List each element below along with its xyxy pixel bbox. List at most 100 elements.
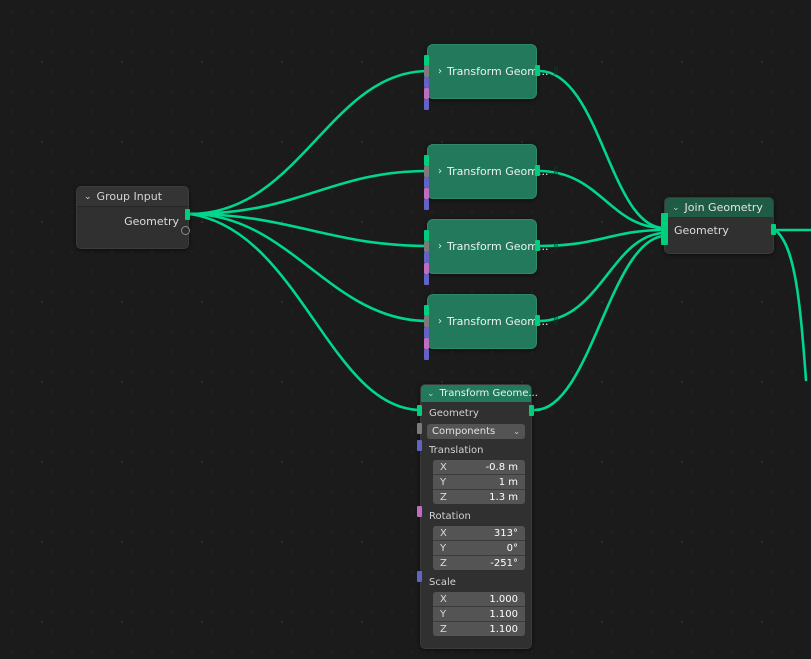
input-socket-label-geometry: Geometry (674, 224, 729, 237)
node-group-input-body: Geometry (77, 207, 188, 248)
chevron-down-icon[interactable]: ⌄ (84, 191, 92, 202)
axis-value: -0.8 m (485, 461, 518, 473)
node-transform-geometry-2[interactable]: › Transform Geom... ⦀ (427, 144, 558, 199)
axis-value: 1.100 (489, 608, 518, 620)
translation-x-field[interactable]: X -0.8 m (433, 460, 525, 475)
axis-value: -251° (490, 557, 518, 569)
scale-z-field[interactable]: Z 1.100 (433, 622, 525, 636)
socket-transform-2-geometry-in[interactable] (424, 155, 429, 166)
node-transform-geometry-3[interactable]: › Transform Geom... ⦀ (427, 219, 558, 274)
translation-y-field[interactable]: Y 1 m (433, 475, 525, 490)
chevron-down-icon[interactable]: ⌄ (427, 388, 435, 399)
socket-transform-1-scale-in[interactable] (424, 99, 429, 110)
node-group-input[interactable]: ⌄ Group Input Geometry (76, 186, 189, 249)
scale-x-field[interactable]: X 1.000 (433, 592, 525, 607)
socket-transform-4-scale-in[interactable] (424, 349, 429, 360)
axis-label: Y (440, 608, 447, 620)
socket-group-input-geometry-out[interactable] (185, 209, 190, 220)
socket-transform-3-geometry-out[interactable] (535, 240, 540, 251)
socket-transform-4-translation-in[interactable] (424, 327, 429, 338)
socket-transform-3-geometry-in[interactable] (424, 230, 429, 241)
socket-transform-expanded-translation-in[interactable] (417, 440, 422, 451)
socket-transform-3-scale-in[interactable] (424, 274, 429, 285)
node-transform-expanded-body: Geometry Components ⌄ Translation X -0.8… (421, 402, 531, 648)
link-transform-2-to-join (537, 169, 666, 230)
socket-transform-4-rotation-in[interactable] (424, 338, 429, 349)
socket-transform-2-geometry-out[interactable] (535, 165, 540, 176)
chevron-down-icon[interactable]: ⌄ (513, 427, 520, 436)
translation-z-field[interactable]: Z 1.3 m (433, 490, 525, 504)
axis-value: 1.100 (489, 623, 518, 635)
socket-transform-1-components-in[interactable] (424, 66, 429, 77)
socket-join-geometry-multi-in[interactable] (661, 213, 668, 245)
socket-transform-expanded-scale-in[interactable] (417, 571, 422, 582)
socket-transform-4-geometry-in[interactable] (424, 305, 429, 316)
node-grip-icon[interactable]: ⦀ (553, 314, 558, 328)
chevron-down-icon[interactable]: ⌄ (672, 202, 680, 213)
axis-label: Z (440, 623, 447, 635)
node-transform-geometry-expanded[interactable]: ⌄ Transform Geome... Geometry Components… (420, 384, 538, 649)
socket-transform-1-geometry-out[interactable] (535, 65, 540, 76)
link-groupinput-to-transform-5 (188, 212, 423, 412)
node-join-geometry-body: Geometry (665, 217, 773, 253)
node-join-geometry-title: Join Geometry (684, 201, 763, 214)
node-transform-geometry-4[interactable]: › Transform Geom... ⦀ (427, 294, 558, 349)
output-socket-label-geometry: Geometry (124, 215, 179, 228)
rotation-vector-group: X 313° Y 0° Z -251° (433, 526, 525, 570)
node-transform-expanded-title: Transform Geome... (439, 388, 538, 399)
link-transform-4-to-join (537, 231, 666, 323)
axis-value: 1.3 m (489, 491, 518, 503)
node-grip-icon[interactable]: ⦀ (553, 164, 558, 178)
node-transform-geometry-1-title: Transform Geom... (447, 65, 549, 78)
node-grip-icon[interactable]: ⦀ (553, 239, 558, 253)
rotation-x-field[interactable]: X 313° (433, 526, 525, 541)
socket-transform-3-components-in[interactable] (424, 241, 429, 252)
node-group-input-header[interactable]: ⌄ Group Input (77, 187, 188, 207)
socket-transform-1-geometry-in[interactable] (424, 55, 429, 66)
socket-transform-expanded-geometry-out[interactable] (529, 405, 534, 416)
node-grip-icon[interactable]: ⦀ (553, 64, 558, 78)
axis-label: Z (440, 557, 447, 569)
axis-label: Z (440, 491, 447, 503)
rotation-z-field[interactable]: Z -251° (433, 556, 525, 570)
socket-transform-2-rotation-in[interactable] (424, 188, 429, 199)
socket-transform-expanded-rotation-in[interactable] (417, 506, 422, 517)
axis-label: X (440, 461, 447, 473)
link-groupinput-to-transform-1 (188, 69, 430, 216)
rotation-y-field[interactable]: Y 0° (433, 541, 525, 556)
socket-transform-2-translation-in[interactable] (424, 177, 429, 188)
socket-transform-3-rotation-in[interactable] (424, 263, 429, 274)
socket-group-input-extend[interactable] (181, 226, 190, 235)
socket-transform-1-translation-in[interactable] (424, 77, 429, 88)
socket-join-geometry-out[interactable] (771, 224, 776, 235)
axis-label: X (440, 593, 447, 605)
transform-geometry-socket-label: Geometry (429, 408, 479, 419)
chevron-right-icon[interactable]: › (438, 66, 442, 77)
link-groupinput-to-transform-4 (188, 212, 430, 323)
socket-transform-expanded-geometry-in[interactable] (417, 405, 422, 416)
node-join-geometry-header[interactable]: ⌄ Join Geometry (665, 198, 773, 217)
socket-transform-1-rotation-in[interactable] (424, 88, 429, 99)
socket-transform-expanded-components-in[interactable] (417, 423, 422, 434)
chevron-right-icon[interactable]: › (438, 241, 442, 252)
chevron-right-icon[interactable]: › (438, 316, 442, 327)
node-transform-geometry-1[interactable]: › Transform Geom... ⦀ (427, 44, 558, 99)
link-transform-1-to-join (537, 69, 666, 230)
transform-mode-dropdown[interactable]: Components ⌄ (427, 424, 525, 439)
socket-transform-2-components-in[interactable] (424, 166, 429, 177)
scale-y-field[interactable]: Y 1.100 (433, 607, 525, 622)
socket-transform-4-geometry-out[interactable] (535, 315, 540, 326)
node-transform-expanded-header[interactable]: ⌄ Transform Geome... (421, 385, 538, 402)
socket-transform-2-scale-in[interactable] (424, 199, 429, 210)
axis-value: 313° (493, 527, 518, 539)
axis-value: 0° (506, 542, 518, 554)
socket-transform-4-components-in[interactable] (424, 316, 429, 327)
socket-transform-3-translation-in[interactable] (424, 252, 429, 263)
rotation-label: Rotation (429, 511, 471, 522)
axis-label: Y (440, 476, 447, 488)
chevron-right-icon[interactable]: › (438, 166, 442, 177)
node-join-geometry[interactable]: ⌄ Join Geometry Geometry (664, 197, 774, 254)
scale-vector-group: X 1.000 Y 1.100 Z 1.100 (433, 592, 525, 636)
